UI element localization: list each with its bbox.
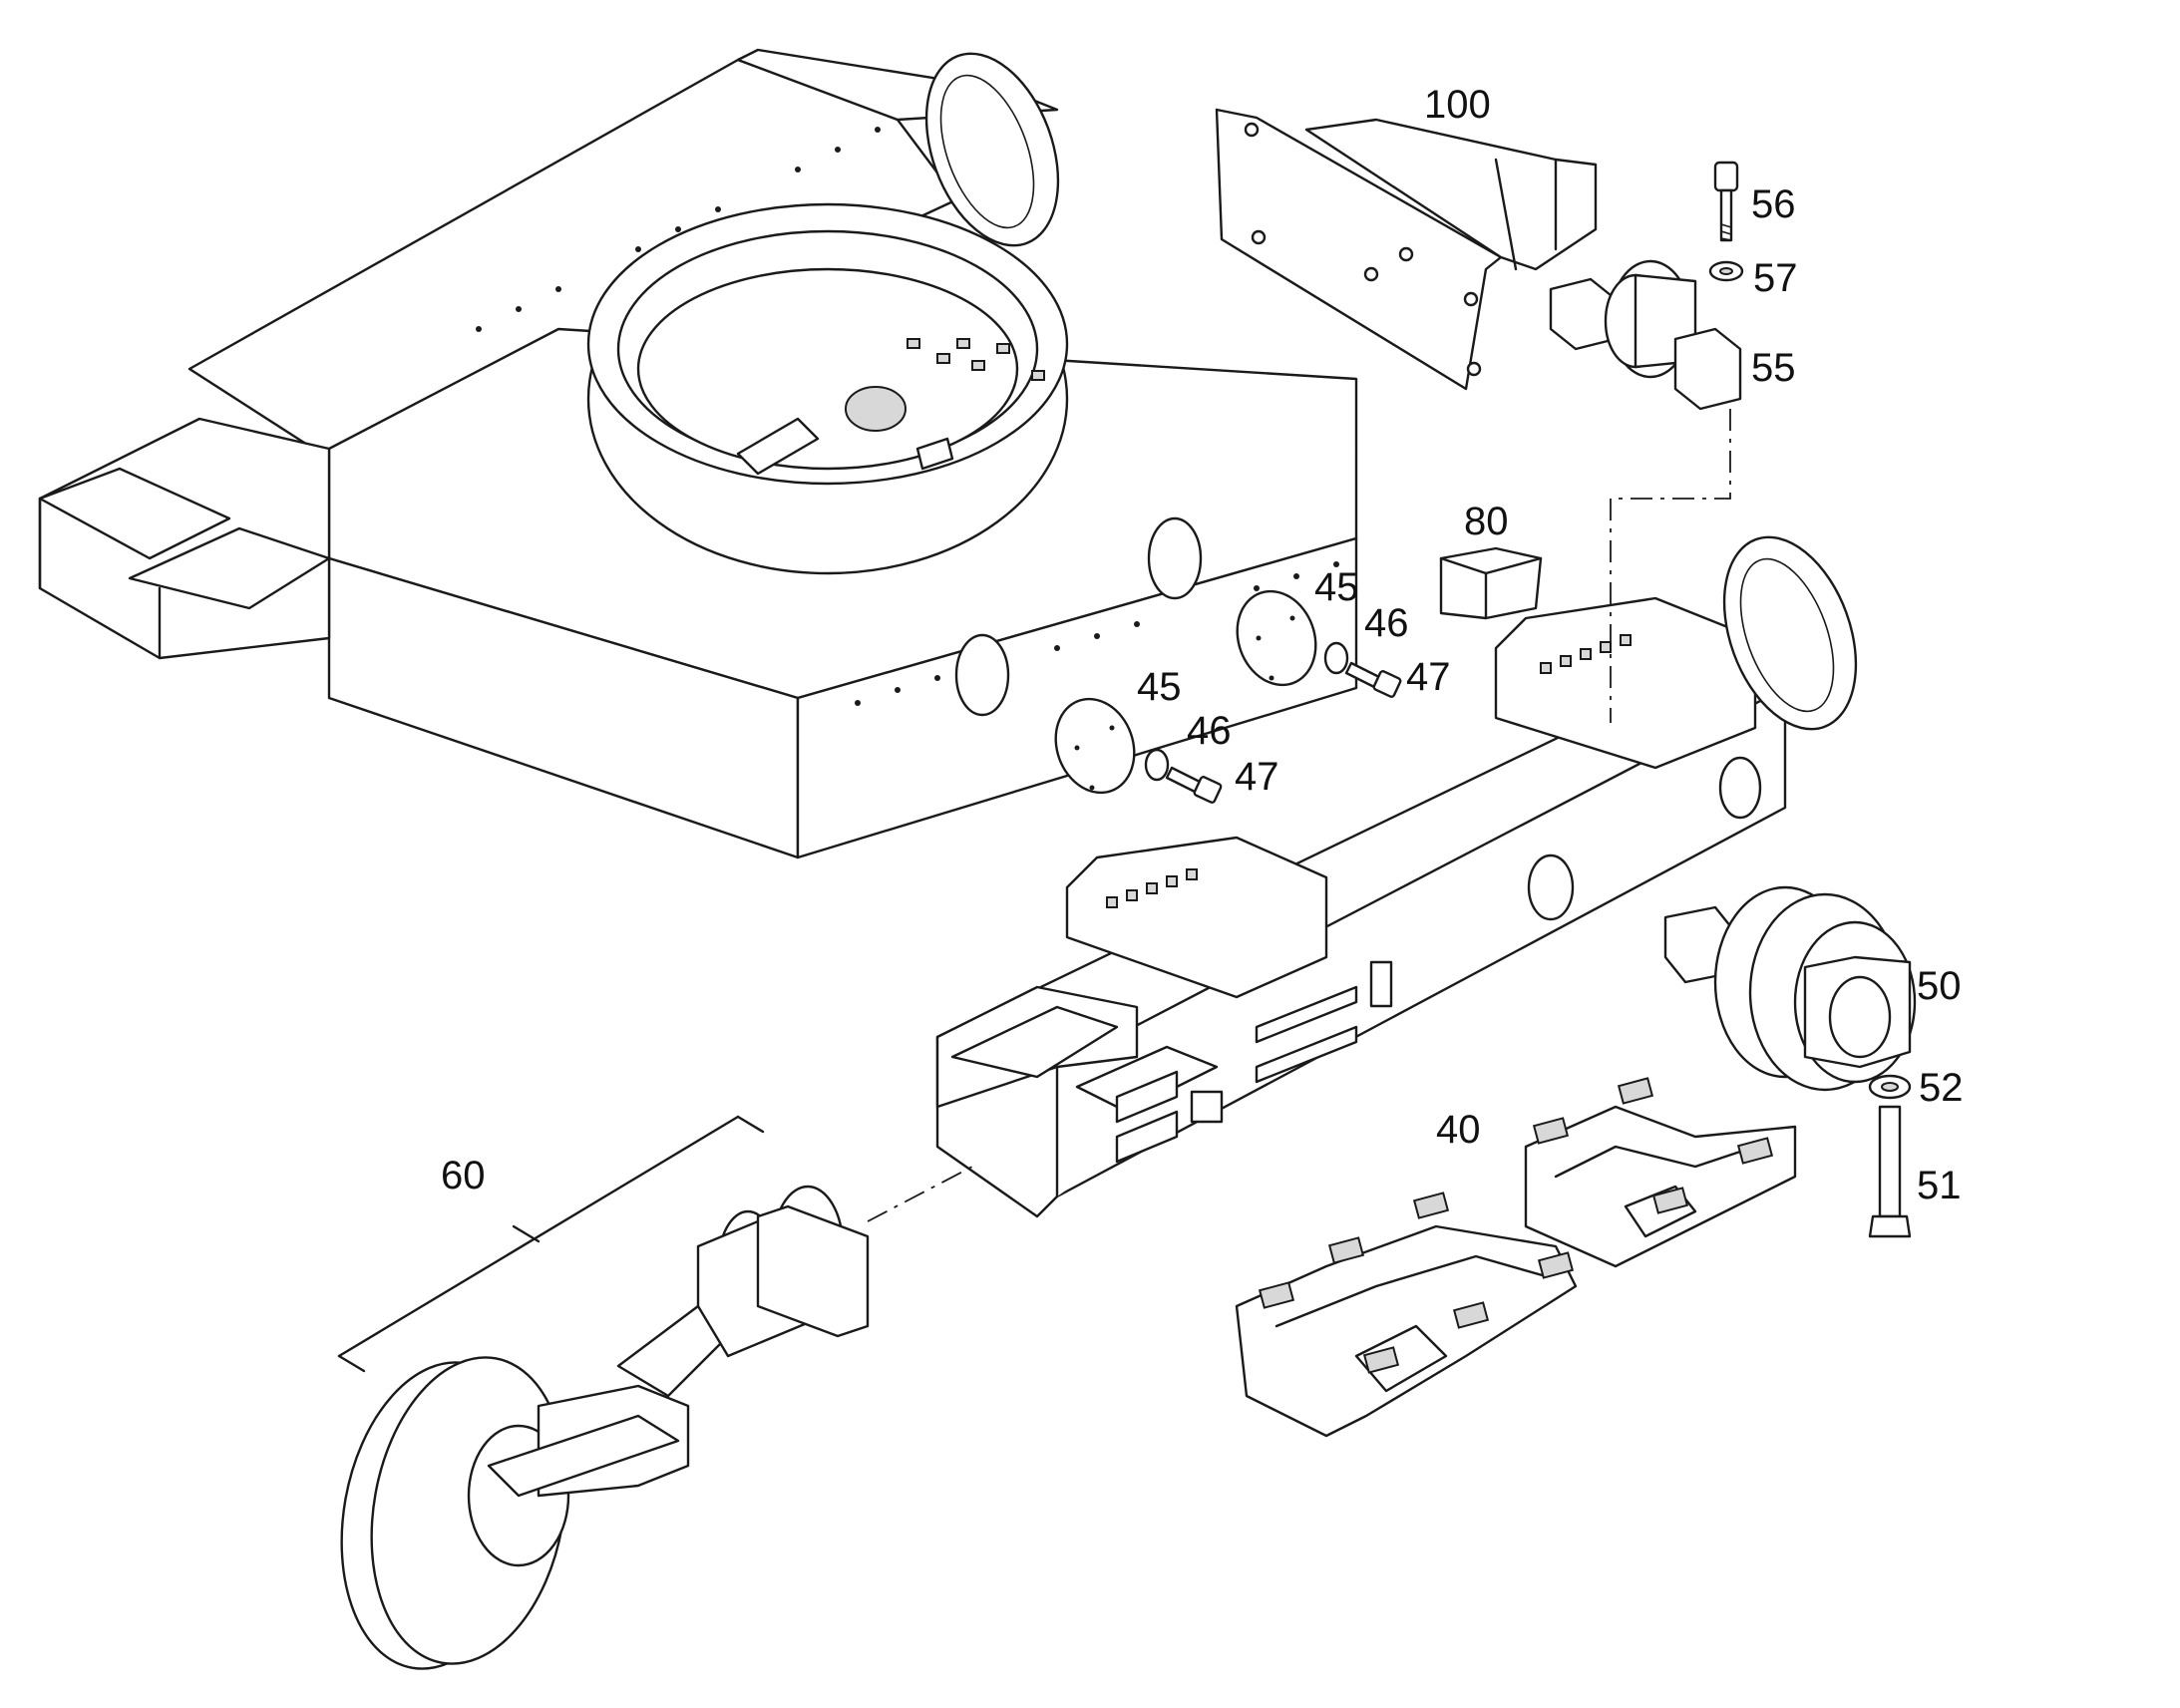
callout-45-lower: 45 [1137,665,1182,709]
callout-60: 60 [441,1154,486,1197]
callout-46-lower: 46 [1187,709,1232,753]
part-40-track-guards [1235,1077,1797,1438]
callout-47-lower: 47 [1235,755,1279,799]
callout-51: 51 [1917,1164,1962,1207]
part-46-washer-lower [1144,748,1170,782]
part-100-track-guide [1215,108,1598,391]
part-52-washer [1868,1074,1912,1100]
alignment-lines [867,409,1731,1222]
part-47-bolt-upper [1344,661,1402,698]
part-56-bolt [1713,161,1739,242]
callout-40: 40 [1436,1108,1481,1152]
callout-labels: 100 56 57 55 80 45 46 47 45 46 47 50 52 … [441,83,1964,1207]
callout-57: 57 [1753,256,1798,300]
part-50-track-roller [1663,885,1917,1092]
part-60-idler [337,1115,870,1670]
callout-52: 52 [1919,1066,1964,1110]
slewing-ring [586,202,1069,575]
callout-47-upper: 47 [1406,655,1451,699]
callout-80: 80 [1464,500,1509,543]
part-55-carrier-roller [1549,259,1742,411]
callout-50: 50 [1917,964,1962,1008]
callout-55: 55 [1751,346,1796,390]
part-45-cover-lower [1054,697,1136,795]
track-frame [935,535,1858,1218]
part-80-pad [1439,546,1543,620]
part-51-bolt [1868,1105,1912,1238]
callout-45-upper: 45 [1314,565,1359,609]
callout-46-upper: 46 [1364,601,1409,645]
part-46-washer-upper [1323,641,1349,675]
callout-56: 56 [1751,182,1796,226]
part-45-cover-upper [1236,589,1317,687]
callout-100: 100 [1424,83,1491,127]
part-47-bolt-lower [1165,766,1223,804]
part-57-washer [1708,260,1744,282]
